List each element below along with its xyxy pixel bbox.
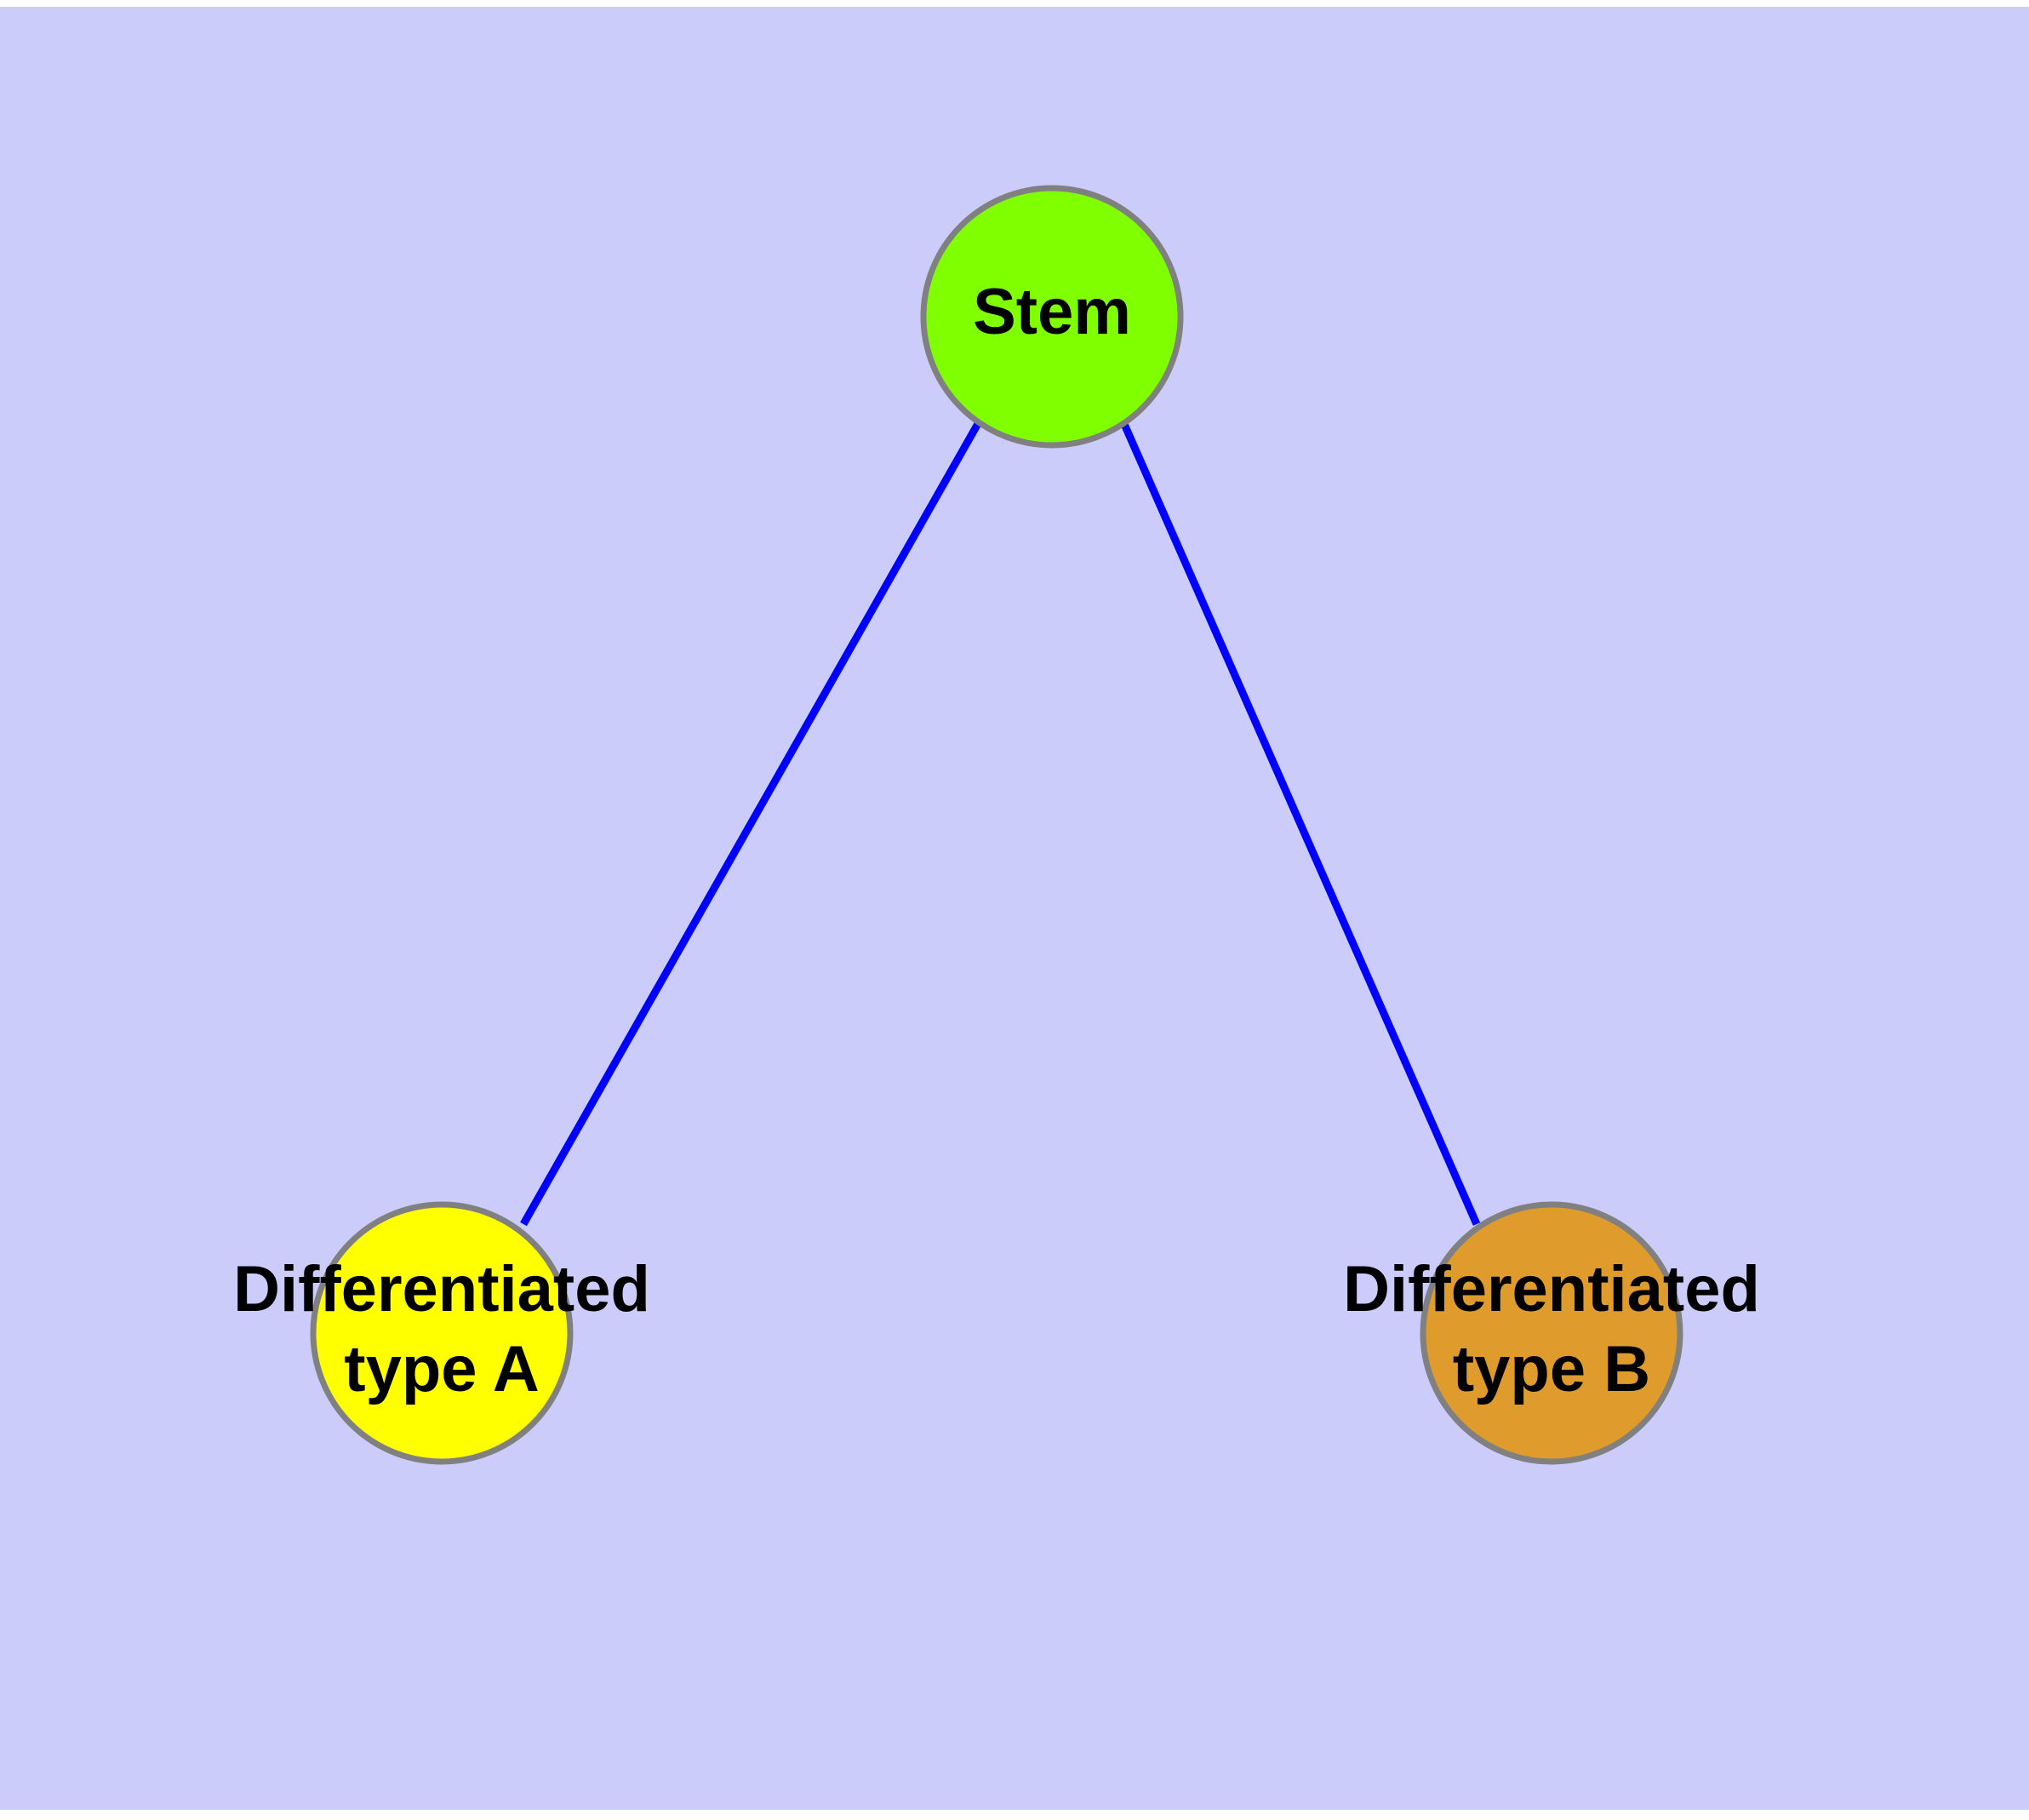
edge-stem-to-differentiated-type-a[interactable] — [520, 420, 982, 1227]
labels-group: Differentiated type A Differentiated typ… — [233, 1253, 1760, 1405]
node-circle-differentiated-type-a[interactable] — [310, 1201, 574, 1465]
node-label-stem: Stem — [973, 276, 1131, 348]
node-differentiated-type-a[interactable] — [310, 1201, 574, 1465]
node-label-differentiated-type-a-line2: type A — [344, 1333, 539, 1405]
node-differentiated-type-b[interactable] — [1420, 1201, 1683, 1465]
cell-differentiation-graph: Stem Differentiated type A Differentiate… — [233, 185, 1760, 1465]
edge-stem-to-differentiated-type-b[interactable] — [1119, 421, 1481, 1226]
node-circle-differentiated-type-b[interactable] — [1420, 1201, 1683, 1465]
edges-group — [520, 420, 1481, 1227]
node-label-differentiated-type-b-line1: Differentiated — [1343, 1253, 1760, 1325]
node-label-differentiated-type-b-line2: type B — [1453, 1333, 1650, 1405]
diagram-plot-area: Stem Differentiated type A Differentiate… — [0, 7, 2029, 1810]
node-circle-stem[interactable] — [920, 185, 1184, 449]
node-label-differentiated-type-a-line1: Differentiated — [233, 1253, 650, 1325]
node-stem[interactable]: Stem — [920, 185, 1184, 449]
